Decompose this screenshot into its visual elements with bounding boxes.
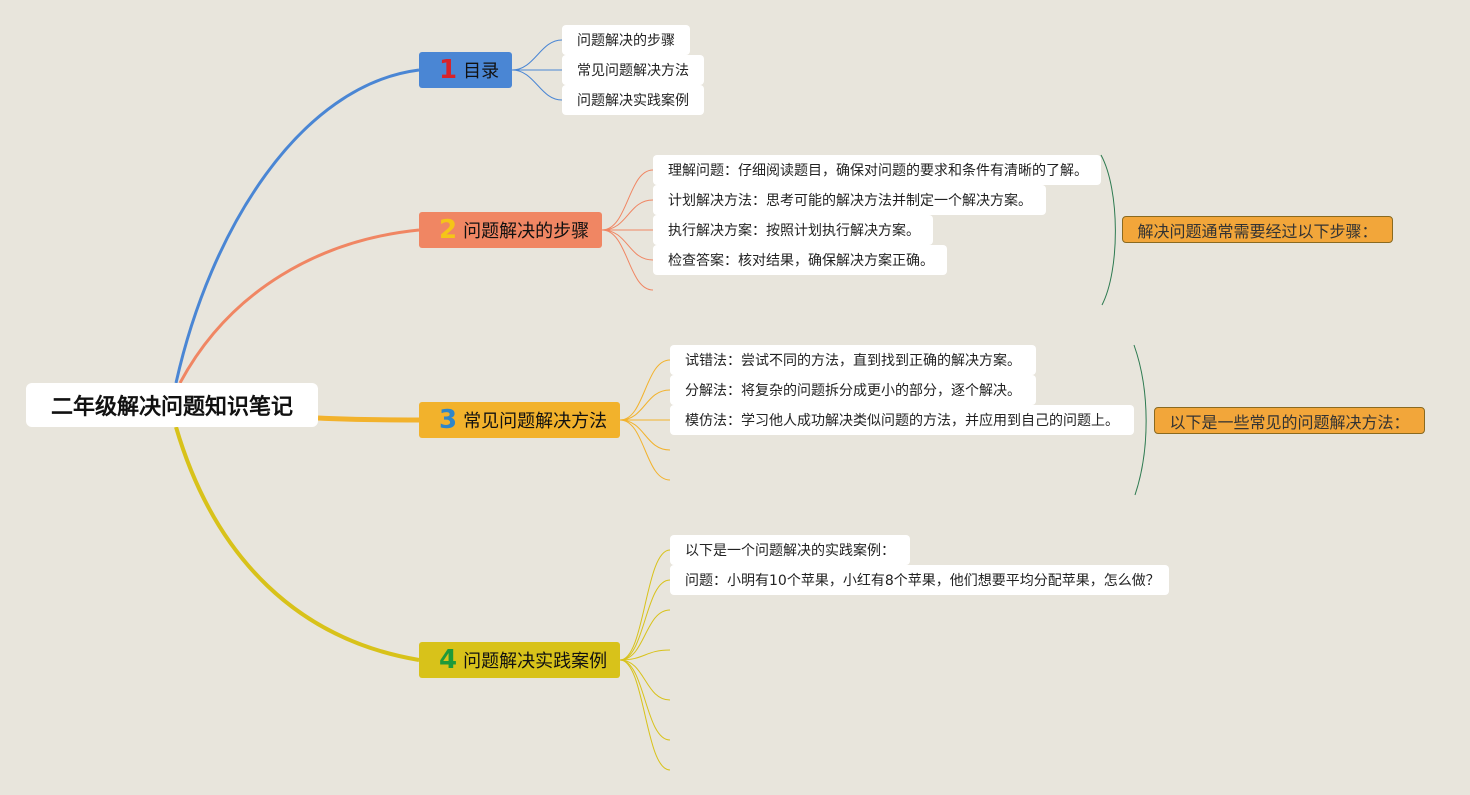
connector-b4-empty2 [619, 649, 671, 661]
bracket-b2-summary [1100, 154, 1116, 306]
connector-b4-leaf2 [619, 579, 671, 661]
connector-b2-leaf4 [601, 229, 654, 261]
leaf-label: 问题解决的步骤 [577, 33, 675, 49]
connector-b1-leaf1 [511, 39, 563, 71]
connector-root-b2 [178, 228, 420, 384]
branch-number-badge: 3 [439, 405, 458, 435]
leaf-b4-1[interactable]: 以下是一个问题解决的实践案例： [670, 535, 910, 565]
leaf-label: 计划解决方法：思考可能的解决方法并制定一个解决方案。 [668, 193, 1032, 209]
leaf-b1-1[interactable]: 问题解决的步骤 [562, 25, 690, 55]
bracket-b3-summary [1133, 344, 1147, 496]
leaf-b4-2[interactable]: 问题：小明有10个苹果，小红有8个苹果，他们想要平均分配苹果，怎么做？ [670, 565, 1169, 595]
leaf-b2-2[interactable]: 计划解决方法：思考可能的解决方法并制定一个解决方案。 [653, 185, 1046, 215]
connector-b3-leaf2 [619, 389, 671, 421]
leaf-label: 理解问题：仔细阅读题目，确保对问题的要求和条件有清晰的了解。 [668, 163, 1088, 179]
summary-b2[interactable]: 解决问题通常需要经过以下步骤： [1122, 216, 1393, 243]
leaf-label: 执行解决方案：按照计划执行解决方案。 [668, 223, 920, 239]
connector-b3-empty1 [619, 419, 671, 451]
branch-number-badge: 1 [439, 55, 458, 85]
connector-b4-empty3 [619, 659, 671, 701]
leaf-label: 以下是一个问题解决的实践案例： [685, 543, 895, 559]
connector-b4-empty4 [619, 659, 671, 741]
leaf-label: 问题解决实践案例 [577, 93, 689, 109]
branch-label: 问题解决实践案例 [463, 651, 608, 672]
leaf-b2-3[interactable]: 执行解决方案：按照计划执行解决方案。 [653, 215, 933, 245]
leaf-b3-1[interactable]: 试错法：尝试不同的方法，直到找到正确的解决方案。 [670, 345, 1036, 375]
leaf-b2-1[interactable]: 理解问题：仔细阅读题目，确保对问题的要求和条件有清晰的了解。 [653, 155, 1101, 185]
leaf-label: 检查答案：核对结果，确保解决方案正确。 [668, 253, 934, 269]
leaf-label: 试错法：尝试不同的方法，直到找到正确的解决方案。 [685, 353, 1021, 369]
leaf-b1-2[interactable]: 常见问题解决方法 [562, 55, 704, 85]
root-topic-label: 二年级解决问题知识笔记 [50, 395, 293, 420]
connector-b4-empty5 [619, 659, 671, 771]
leaf-label: 常见问题解决方法 [577, 63, 689, 79]
branch-directory[interactable]: 1 目录 [419, 52, 512, 88]
connector-b2-leaf2 [601, 199, 654, 231]
summary-label: 以下是一些常见的问题解决方法： [1169, 412, 1410, 432]
connector-b3-empty2 [619, 419, 671, 481]
summary-label: 解决问题通常需要经过以下步骤： [1137, 221, 1378, 241]
leaf-b3-2[interactable]: 分解法：将复杂的问题拆分成更小的部分，逐个解决。 [670, 375, 1036, 405]
branch-number-badge: 2 [439, 215, 458, 245]
branch-cases[interactable]: 4 问题解决实践案例 [419, 642, 620, 678]
branch-label: 常见问题解决方法 [463, 411, 608, 432]
leaf-label: 问题：小明有10个苹果，小红有8个苹果，他们想要平均分配苹果，怎么做？ [685, 573, 1160, 589]
connector-b3-leaf1 [619, 359, 671, 421]
connector-root-b3 [317, 415, 420, 423]
branch-methods[interactable]: 3 常见问题解决方法 [419, 402, 620, 438]
root-topic[interactable]: 二年级解决问题知识笔记 [26, 383, 318, 427]
branch-label: 目录 [463, 61, 500, 82]
connector-b2-empty [601, 229, 654, 291]
leaf-b3-3[interactable]: 模仿法：学习他人成功解决类似问题的方法，并应用到自己的问题上。 [670, 405, 1134, 435]
leaf-b1-3[interactable]: 问题解决实践案例 [562, 85, 704, 115]
branch-steps[interactable]: 2 问题解决的步骤 [419, 212, 602, 248]
connector-b4-leaf1 [619, 549, 671, 661]
connector-root-b1 [174, 68, 420, 384]
summary-b3[interactable]: 以下是一些常见的问题解决方法： [1154, 407, 1425, 434]
leaf-label: 模仿法：学习他人成功解决类似问题的方法，并应用到自己的问题上。 [685, 413, 1119, 429]
connector-root-b4 [174, 426, 420, 662]
leaf-label: 分解法：将复杂的问题拆分成更小的部分，逐个解决。 [685, 383, 1021, 399]
connector-b2-leaf1 [601, 169, 654, 231]
connector-b1-leaf3 [511, 69, 563, 101]
branch-label: 问题解决的步骤 [463, 221, 590, 242]
leaf-b2-4[interactable]: 检查答案：核对结果，确保解决方案正确。 [653, 245, 947, 275]
connector-b4-empty1 [619, 609, 671, 661]
branch-number-badge: 4 [439, 645, 458, 675]
